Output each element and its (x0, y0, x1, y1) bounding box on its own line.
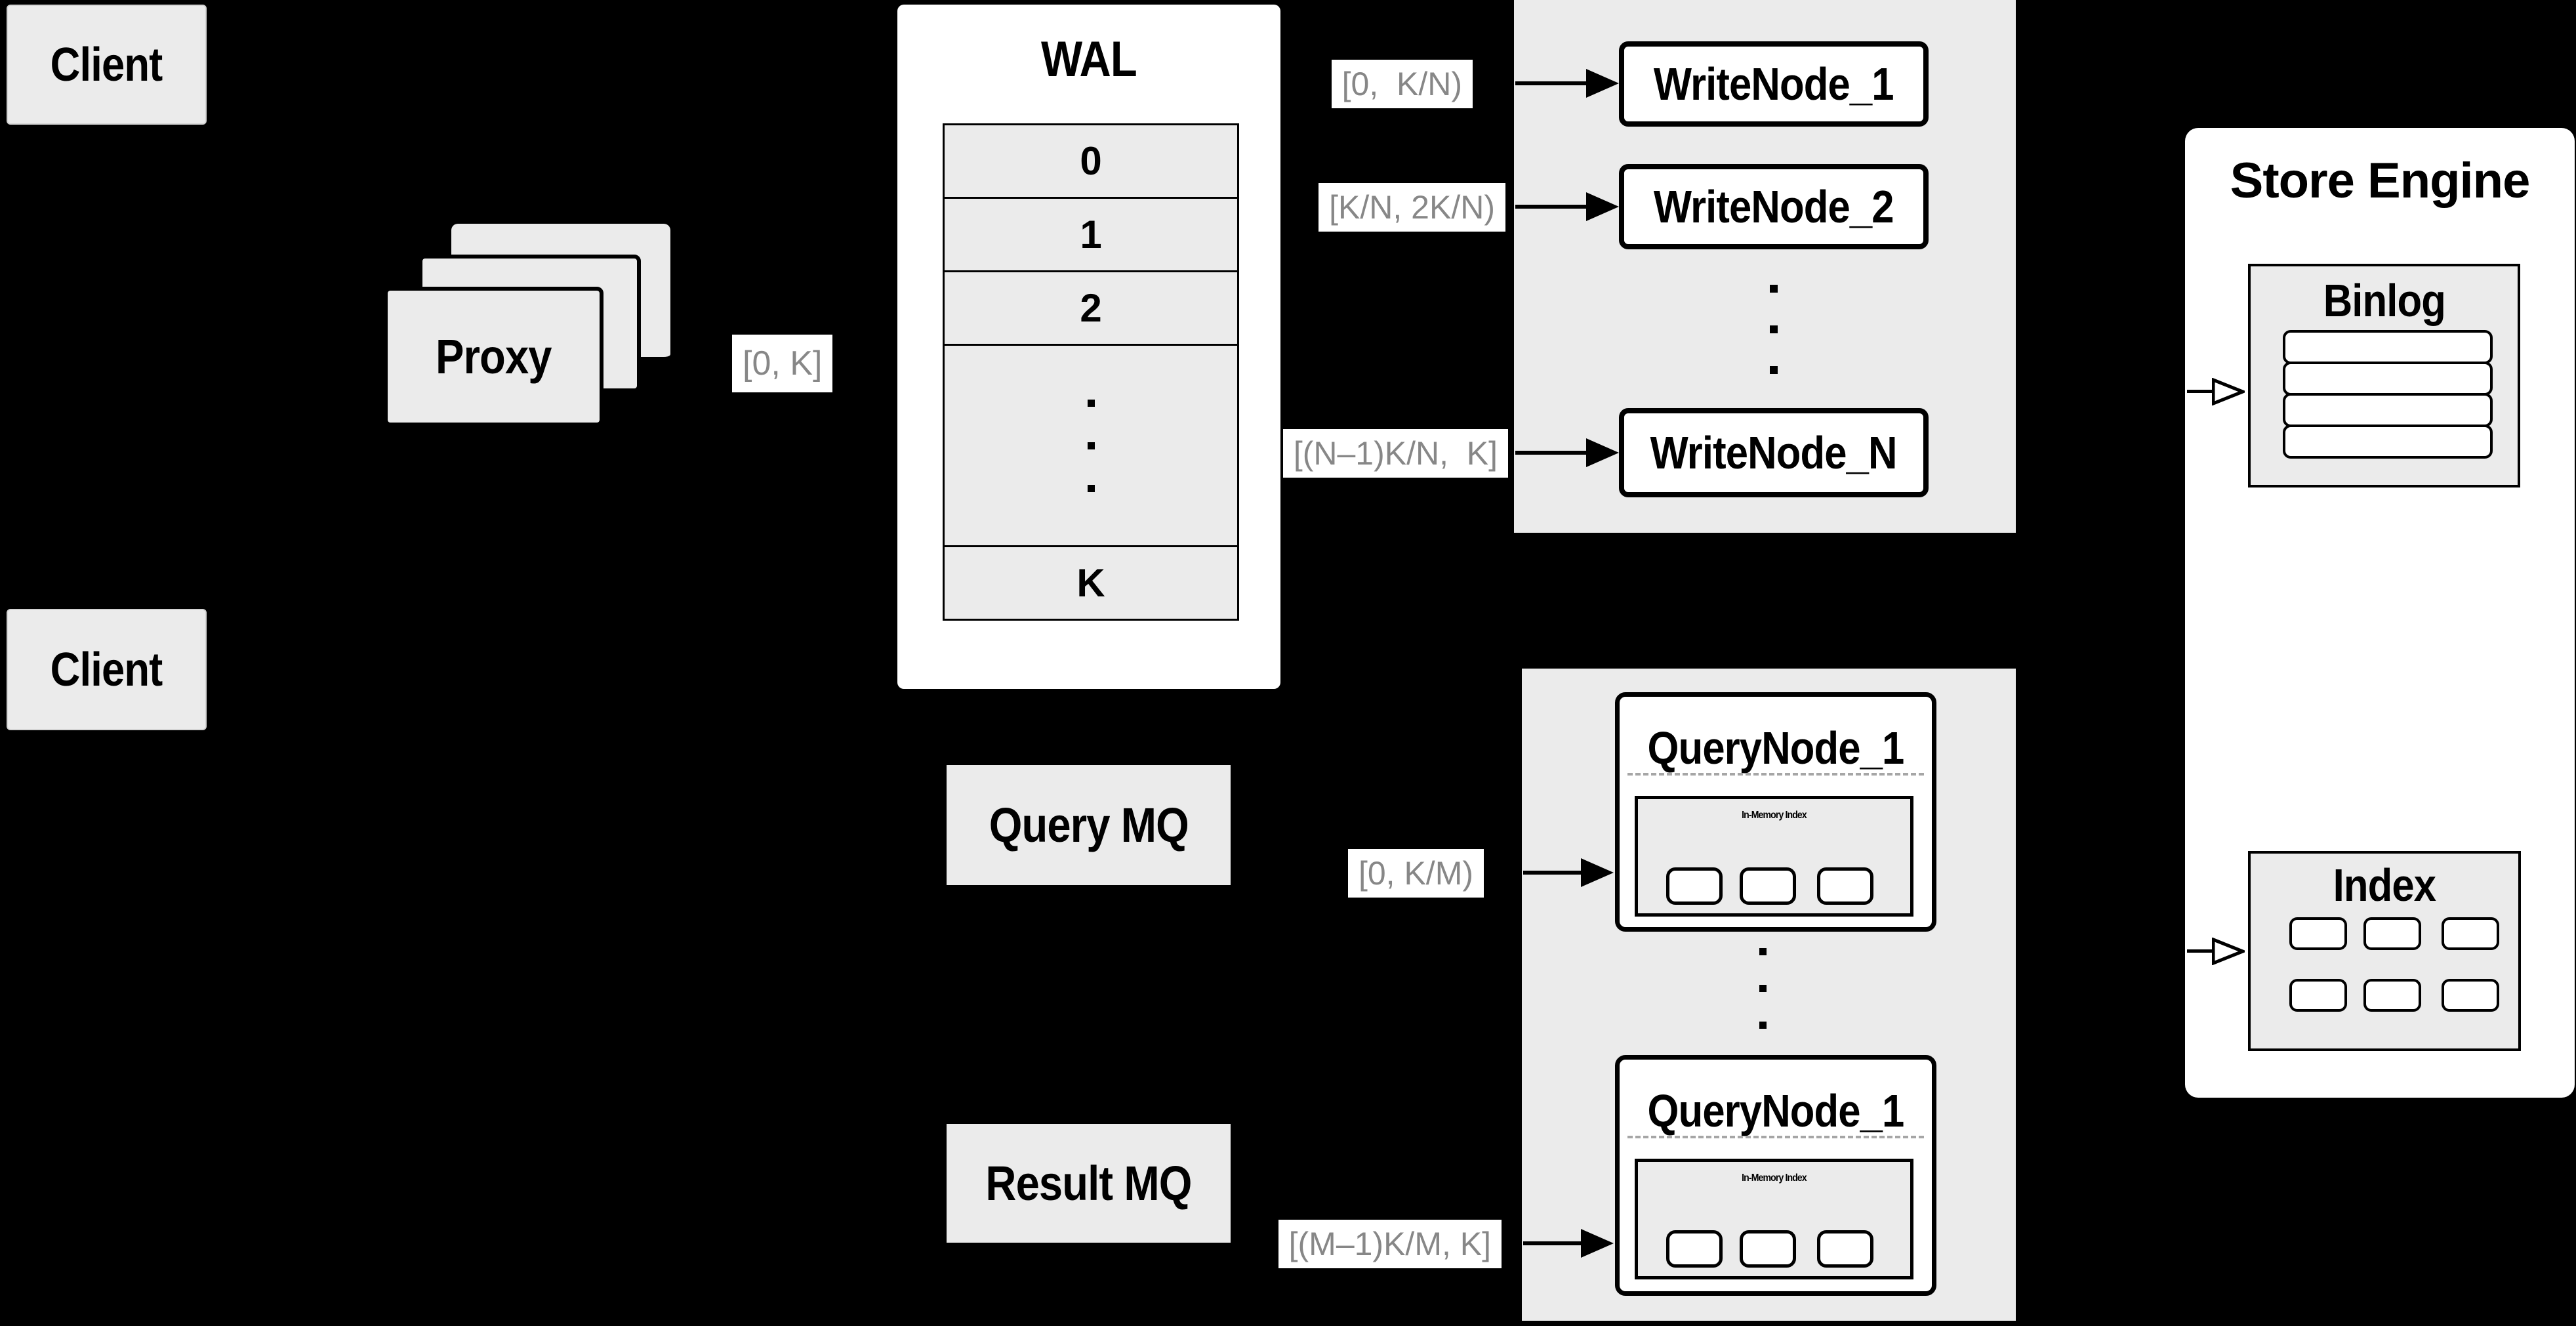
query-mq-label: Query MQ (989, 798, 1189, 852)
query-mq-box: Query MQ (947, 765, 1231, 885)
binlog-row (2283, 330, 2493, 364)
write-node-1-label: WriteNode_1 (1654, 58, 1894, 110)
wal-box: WAL 0 1 2 K (897, 5, 1280, 689)
write-range-label-3: [(N–1)K/N, K] (1282, 429, 1508, 478)
store-engine-title: Store Engine (2230, 152, 2531, 209)
memory-segment (1740, 867, 1796, 905)
client-box-top: Client (7, 5, 207, 125)
index-cell (2442, 917, 2499, 950)
index-title: Index (2333, 860, 2436, 911)
memory-segment (1817, 867, 1873, 905)
in-memory-index-box: In-Memory Index (1635, 796, 1913, 917)
in-memory-index-title: In-Memory Index (1742, 1172, 1807, 1184)
ellipsis-dots (1759, 948, 1767, 1029)
query-node-2: QueryNode_1 In-Memory Index (1615, 1055, 1936, 1296)
binlog-row (2283, 362, 2493, 396)
query-node-1-title: QueryNode_1 (1647, 722, 1905, 774)
write-node-n: WriteNode_N (1619, 408, 1929, 497)
index-cell (2442, 979, 2499, 1012)
write-node-2: WriteNode_2 (1619, 164, 1929, 249)
store-engine-title-wrap: Store Engine (2185, 148, 2575, 213)
result-mq-label: Result MQ (985, 1156, 1192, 1211)
write-range-label-1: [0, K/N) (1331, 60, 1473, 108)
index-cell (2363, 979, 2421, 1012)
client-top-label: Client (51, 38, 163, 91)
memory-segment (1666, 1230, 1723, 1268)
client-bottom-label: Client (51, 643, 163, 696)
wal-title: WAL (1041, 31, 1137, 87)
query-node-1: QueryNode_1 In-Memory Index (1615, 692, 1936, 932)
ellipsis-dots (1770, 285, 1778, 374)
write-node-2-label: WriteNode_2 (1654, 181, 1894, 232)
ellipsis-dots (1087, 399, 1095, 492)
memory-segment (1740, 1230, 1796, 1268)
wal-row: 0 (943, 123, 1239, 199)
wal-row: 1 (943, 197, 1239, 272)
wal-row-ellipsis (943, 344, 1239, 547)
in-memory-index-box: In-Memory Index (1635, 1159, 1913, 1279)
index-title-wrap: Index (2251, 859, 2518, 911)
result-mq-box: Result MQ (947, 1124, 1231, 1243)
write-range-label-2: [K/N, 2K/N) (1319, 183, 1505, 232)
binlog-title-wrap: Binlog (2251, 274, 2518, 327)
memory-segment (1817, 1230, 1873, 1268)
binlog-row (2283, 393, 2493, 427)
write-node-n-label: WriteNode_N (1650, 427, 1898, 478)
dashed-divider (1627, 773, 1924, 776)
store-engine-box: Store Engine Binlog Index (2185, 128, 2575, 1098)
write-node-1: WriteNode_1 (1619, 41, 1929, 127)
dashed-divider (1627, 1136, 1924, 1138)
binlog-rows (2283, 330, 2493, 459)
index-cell (2289, 917, 2347, 950)
binlog-box: Binlog (2248, 264, 2520, 487)
query-node-2-title: QueryNode_1 (1647, 1085, 1905, 1136)
index-box: Index (2248, 851, 2521, 1051)
wal-row: 2 (943, 270, 1239, 346)
client-box-bottom: Client (7, 609, 207, 730)
memory-segment (1666, 867, 1723, 905)
proxy-card-front: Proxy (384, 287, 603, 426)
binlog-row (2283, 425, 2493, 459)
in-memory-index-title: In-Memory Index (1742, 810, 1807, 821)
wal-table: 0 1 2 K (943, 123, 1239, 621)
index-cell (2363, 917, 2421, 950)
wal-title-wrap: WAL (897, 23, 1280, 95)
wal-row: K (943, 545, 1239, 621)
proxy-label: Proxy (436, 329, 552, 384)
proxy-range-label: [0, K] (732, 335, 833, 392)
index-cell (2289, 979, 2347, 1012)
query-range-label-2: [(M–1)K/M, K] (1278, 1220, 1502, 1268)
query-range-label-1: [0, K/M) (1347, 849, 1484, 898)
binlog-title: Binlog (2323, 275, 2445, 326)
